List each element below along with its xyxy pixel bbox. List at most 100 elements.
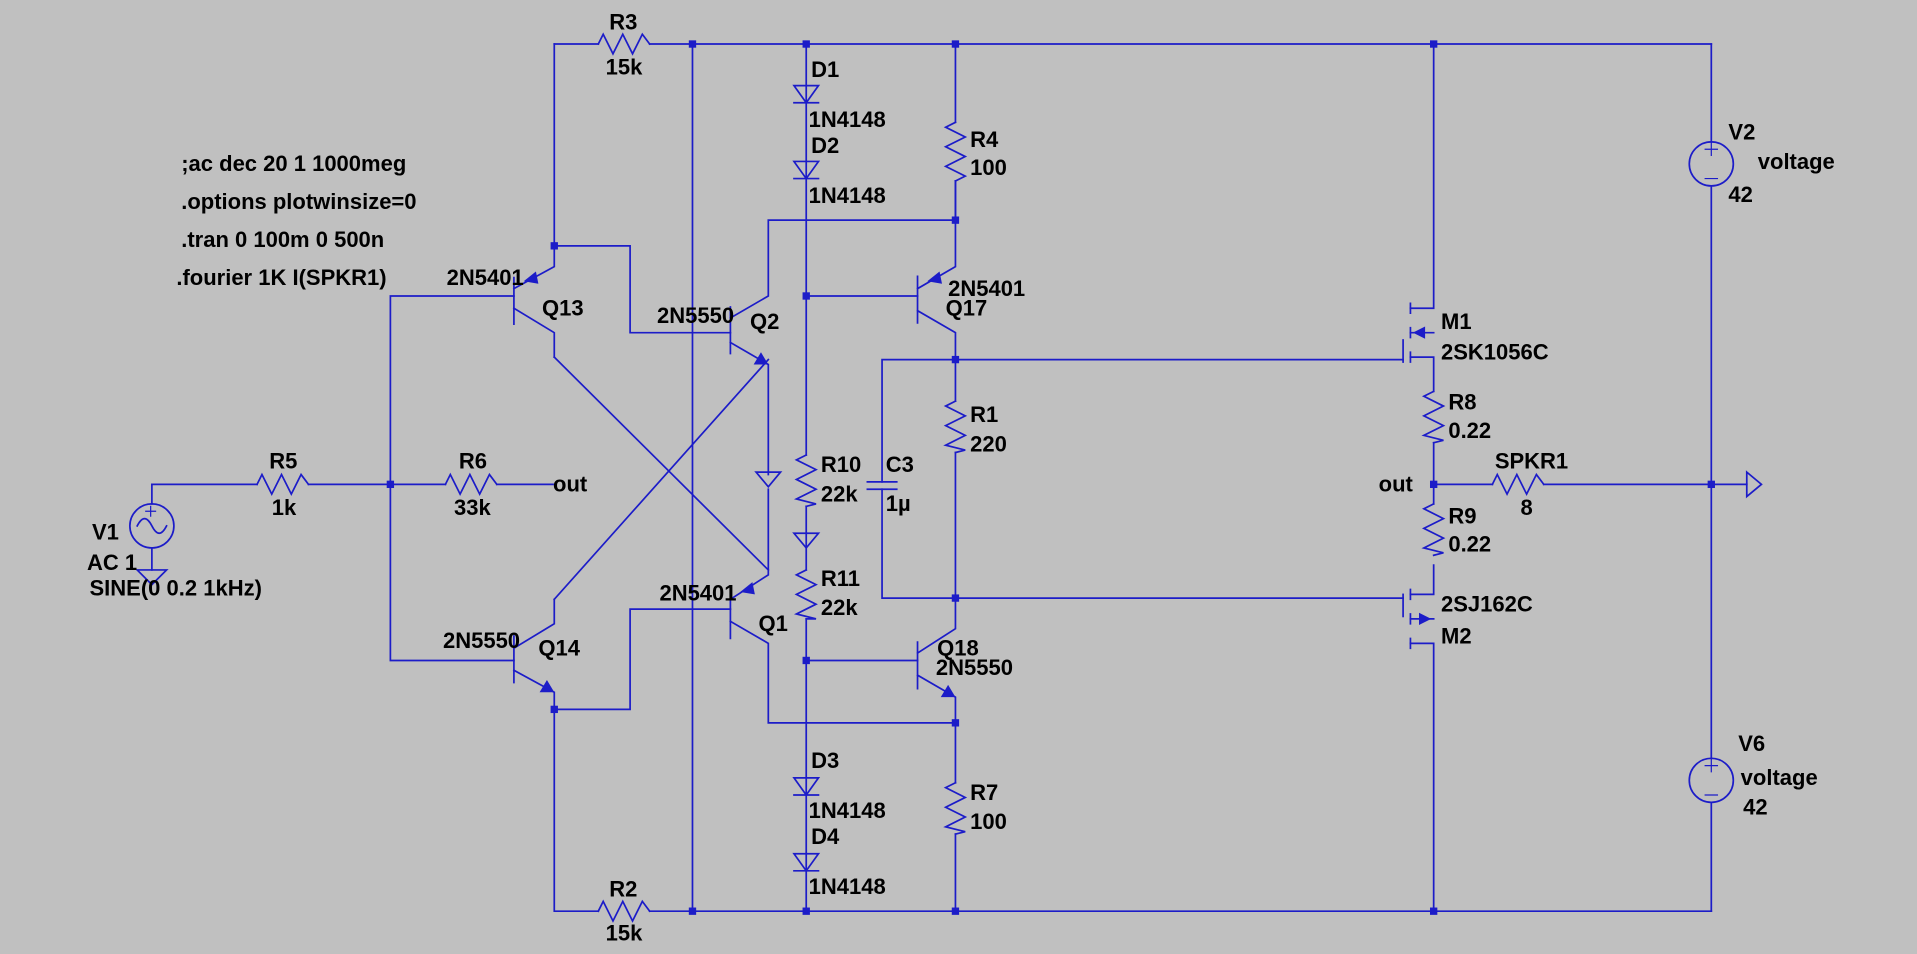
source-symbols — [129, 141, 1763, 804]
v1-name: V1 — [92, 519, 119, 544]
v2-name: V2 — [1728, 119, 1755, 144]
q17-model: 2N5401 — [948, 276, 1025, 301]
ground-icon — [135, 569, 169, 586]
r4-value: 100 — [970, 155, 1007, 180]
r2-value: 15k — [606, 921, 643, 946]
output-port-icon — [1745, 470, 1763, 499]
arrow-q14 — [539, 680, 555, 693]
resistor-r9 — [1421, 502, 1446, 557]
v6-name: V6 — [1738, 731, 1765, 756]
q17-name: Q17 — [946, 296, 988, 321]
capacitor-c3 — [866, 481, 898, 491]
resistor-r6 — [444, 472, 498, 497]
sine-icon — [136, 517, 168, 535]
d2-model: 1N4148 — [809, 183, 886, 208]
arrow-q1 — [740, 582, 755, 595]
net-label-out-right: out — [1379, 472, 1414, 497]
r10-name: R10 — [821, 452, 861, 477]
r9-value: 0.22 — [1448, 532, 1491, 557]
r11-value: 22k — [821, 595, 858, 620]
labels: ;ac dec 20 1 1000meg .options plotwinsiz… — [87, 9, 1835, 945]
r9-name: R9 — [1448, 503, 1476, 528]
q13-name: Q13 — [542, 296, 584, 321]
v6-value: 42 — [1743, 795, 1767, 820]
m1-model: 2SK1056C — [1441, 340, 1549, 365]
v6-type: voltage — [1741, 765, 1818, 790]
arrow-m2 — [1418, 612, 1432, 625]
directive-options: .options plotwinsize=0 — [181, 189, 416, 214]
diode-d2 — [792, 160, 821, 181]
resistor-r1 — [943, 400, 968, 454]
q1-model: 2N5401 — [659, 581, 736, 606]
q18-name: Q18 — [937, 636, 979, 661]
r10-value: 22k — [821, 481, 858, 506]
d4-name: D4 — [811, 824, 840, 849]
net-label-out-left: out — [553, 472, 588, 497]
r8-value: 0.22 — [1448, 418, 1491, 443]
resistor-r7 — [943, 781, 968, 836]
r5-name: R5 — [269, 448, 297, 473]
source-v6-symbol — [1688, 757, 1735, 804]
d1-model: 1N4148 — [809, 107, 886, 132]
diode-mid-1 — [754, 471, 783, 489]
arrow-q2 — [753, 352, 769, 365]
d4-model: 1N4148 — [809, 874, 886, 899]
r3-value: 15k — [606, 55, 643, 80]
d3-name: D3 — [811, 748, 839, 773]
resistor-r4 — [943, 121, 968, 183]
spkr1-name: SPKR1 — [1495, 448, 1568, 473]
r4-name: R4 — [970, 127, 999, 152]
resistor-symbols — [255, 32, 1545, 923]
arrow-m1 — [1412, 326, 1426, 339]
r7-name: R7 — [970, 780, 998, 805]
source-v1-symbol — [129, 503, 175, 549]
transistor-arrows — [523, 271, 1432, 698]
c3-name: C3 — [886, 452, 914, 477]
m2-name: M2 — [1441, 623, 1472, 648]
resistor-r11 — [793, 568, 818, 620]
q2-name: Q2 — [750, 309, 779, 334]
r11-name: R11 — [821, 566, 860, 591]
wires — [151, 43, 1748, 913]
source-v2-symbol — [1688, 141, 1735, 187]
r3-name: R3 — [609, 9, 637, 34]
q2-model: 2N5550 — [657, 303, 734, 328]
c3-value: 1µ — [886, 491, 911, 516]
resistor-r2 — [597, 899, 651, 923]
r7-value: 100 — [970, 809, 1007, 834]
v2-value: 42 — [1728, 182, 1752, 207]
resistor-r8 — [1421, 390, 1446, 444]
diode-symbols — [754, 84, 821, 873]
r2-name: R2 — [609, 877, 637, 902]
q1-name: Q1 — [759, 611, 788, 636]
r1-name: R1 — [970, 402, 998, 427]
q14-name: Q14 — [538, 636, 580, 661]
resistor-r5 — [255, 472, 310, 497]
diode-d3 — [792, 777, 821, 797]
resistor-r3 — [597, 32, 651, 56]
directive-ac: ;ac dec 20 1 1000meg — [181, 151, 406, 176]
m1-name: M1 — [1441, 309, 1472, 334]
r6-name: R6 — [459, 448, 487, 473]
spkr1-value: 8 — [1521, 495, 1533, 520]
r6-value: 33k — [454, 495, 491, 520]
q18-model: 2N5550 — [936, 655, 1013, 680]
q13-model: 2N5401 — [447, 265, 524, 290]
v2-type: voltage — [1758, 149, 1835, 174]
r8-name: R8 — [1448, 390, 1476, 415]
arrow-q18 — [940, 684, 956, 698]
r1-value: 220 — [970, 431, 1007, 456]
arrow-q17 — [927, 271, 942, 284]
resistor-spkr1 — [1491, 472, 1545, 497]
d2-name: D2 — [811, 133, 839, 158]
v1-ac: AC 1 — [87, 550, 137, 575]
polarity-marks — [145, 142, 1719, 796]
diode-d4 — [792, 852, 821, 873]
m2-model: 2SJ162C — [1441, 592, 1533, 617]
diode-mid-2 — [792, 532, 821, 550]
r5-value: 1k — [272, 495, 297, 520]
d1-name: D1 — [811, 57, 839, 82]
directive-tran: .tran 0 100m 0 500n — [181, 227, 384, 252]
v1-sine: SINE(0 0.2 1kHz) — [90, 576, 262, 601]
